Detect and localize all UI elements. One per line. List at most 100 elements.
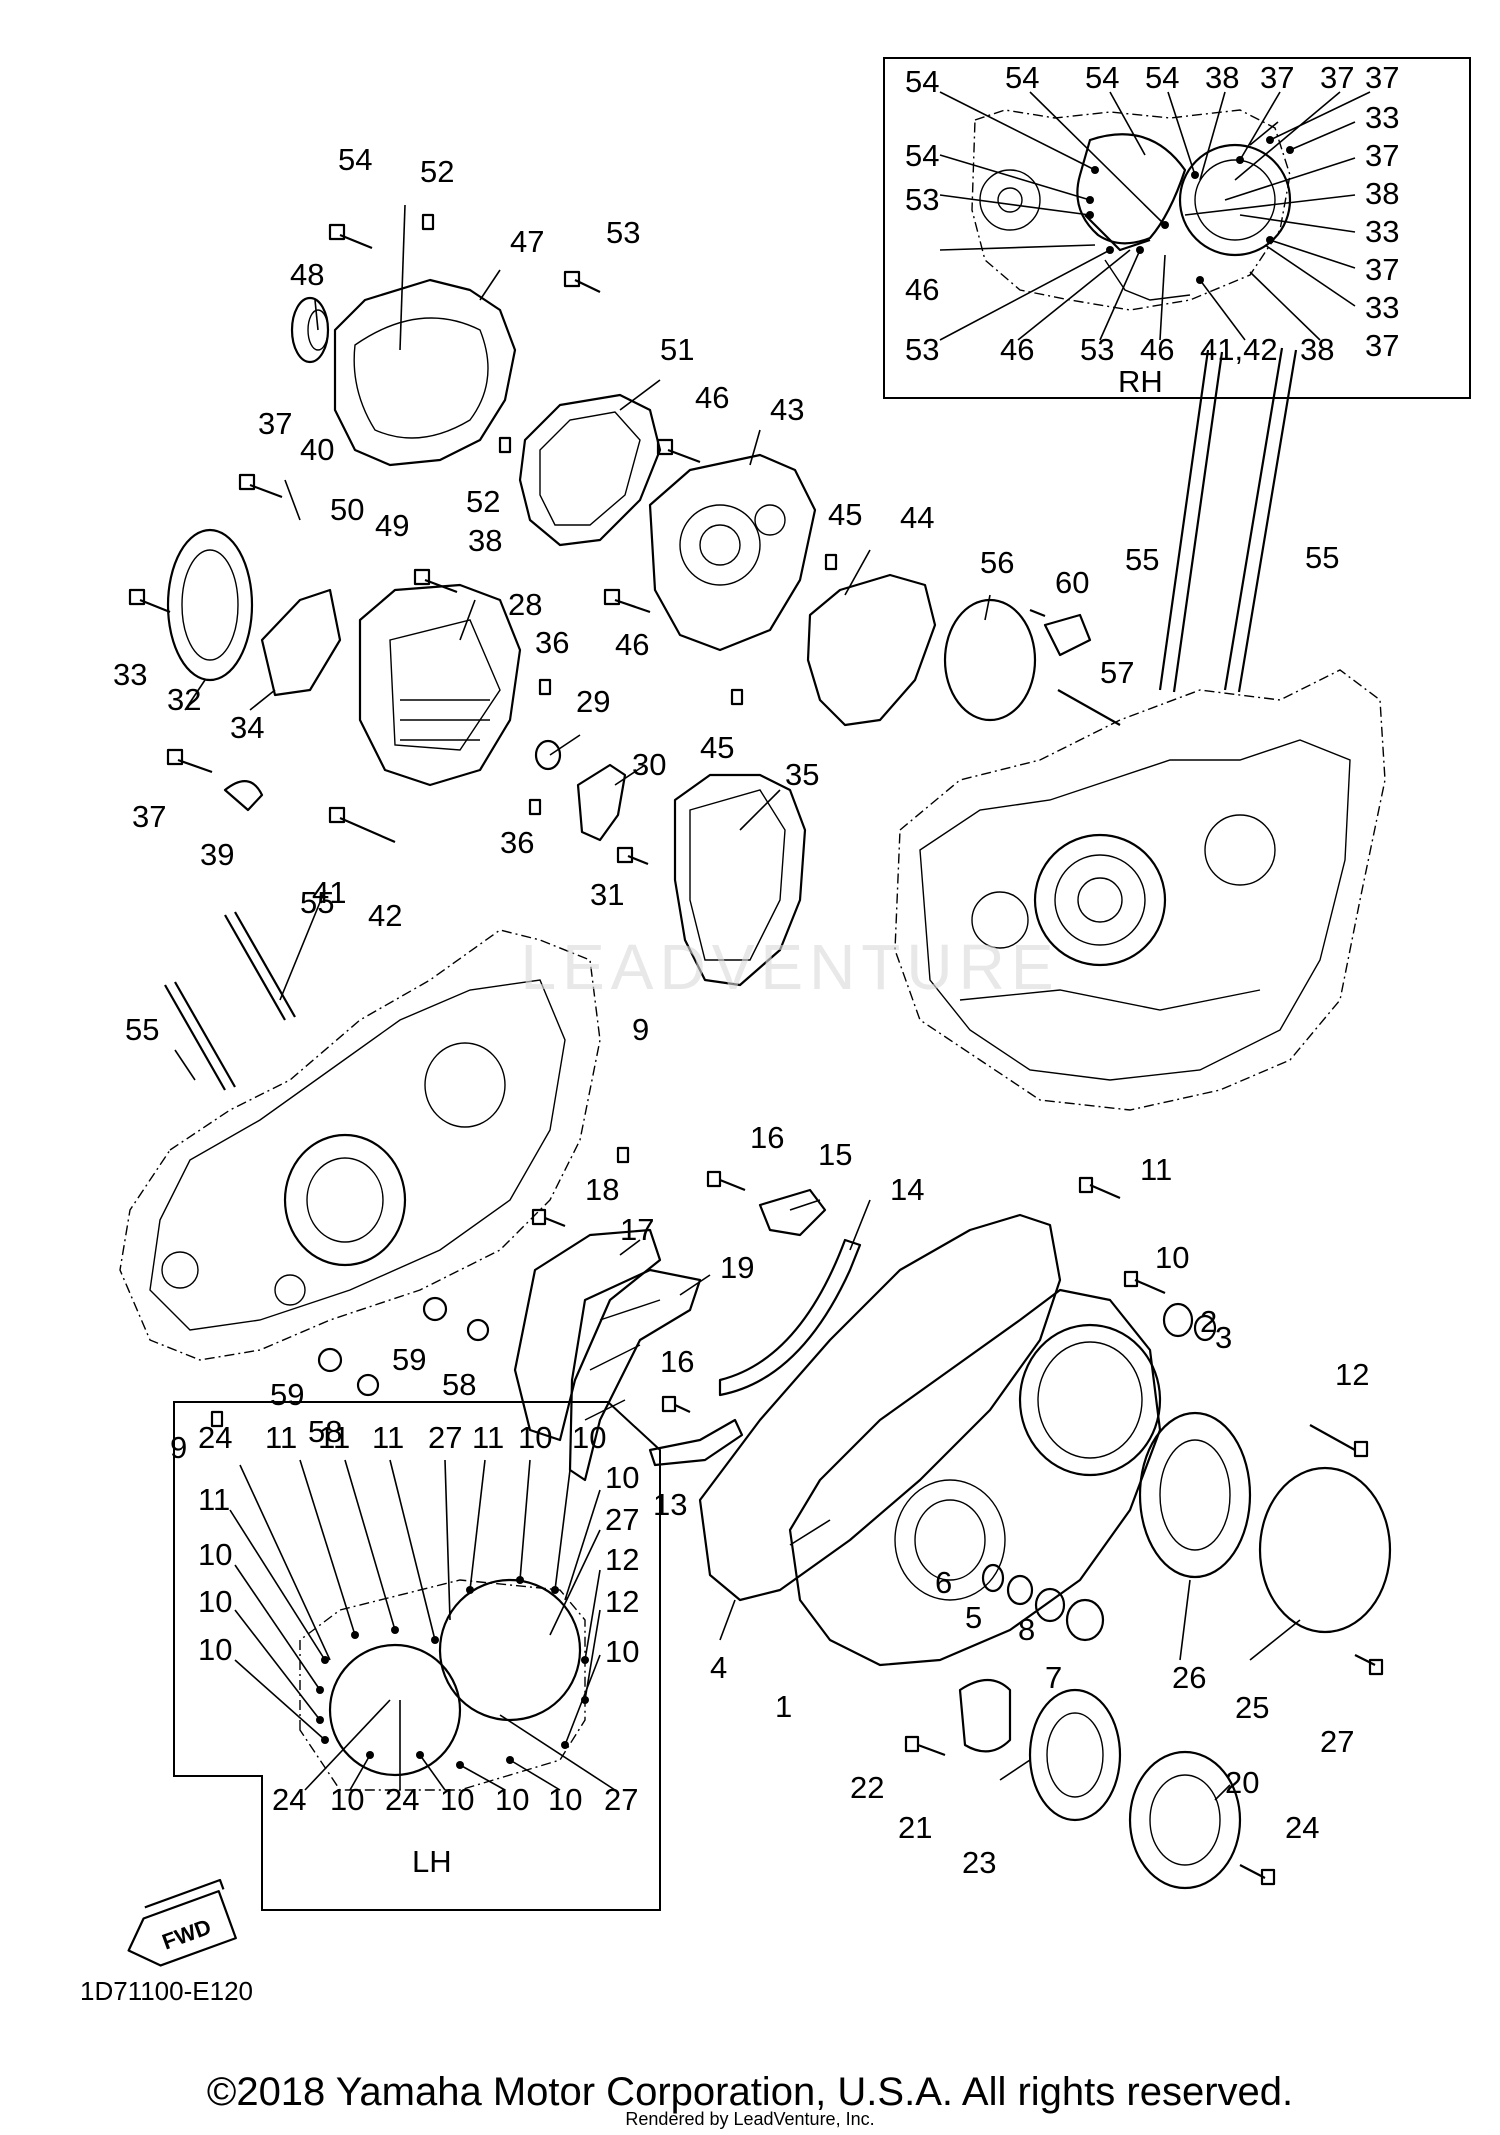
- copyright: ©2018 Yamaha Motor Corporation, U.S.A. A…: [206, 2070, 1294, 2114]
- callout: 5: [965, 1600, 982, 1635]
- rh-inset-bolt-dots: [1086, 136, 1294, 284]
- callout: 15: [818, 1137, 852, 1172]
- callout: 59: [270, 1377, 304, 1412]
- rh-callout: 41,42: [1200, 332, 1278, 367]
- rh-callout: 46: [905, 272, 939, 307]
- rh-inset-title: RH: [1118, 364, 1163, 399]
- lh-callout: 10: [605, 1634, 639, 1669]
- callout: 18: [585, 1172, 619, 1207]
- rh-inset-frame: [883, 57, 1471, 399]
- callout: 53: [606, 215, 640, 250]
- rh-callout: 53: [1080, 332, 1114, 367]
- bolts-upper: [128, 223, 1121, 866]
- callout: 29: [576, 684, 610, 719]
- gasket-44: [806, 573, 937, 727]
- lh-callout: 24: [385, 1782, 419, 1817]
- callout: 36: [500, 825, 534, 860]
- rh-inset-cover-sketch: [971, 109, 1292, 311]
- lh-callout: 10: [440, 1782, 474, 1817]
- right-crankcase: [894, 669, 1386, 1111]
- callout: 16: [660, 1344, 694, 1379]
- callout: 37: [132, 799, 166, 834]
- lh-callout: 10: [330, 1782, 364, 1817]
- leader-lines: [174, 204, 1301, 1801]
- callout: 16: [750, 1120, 784, 1155]
- part-20: [1128, 1750, 1242, 1890]
- callout: 21: [898, 1810, 932, 1845]
- lh-callout: 11: [318, 1420, 350, 1455]
- callout: 25: [1235, 1690, 1269, 1725]
- watermark: LEADVENTURE: [520, 931, 1060, 1003]
- callout: 58: [308, 1414, 342, 1449]
- cover-25: [1258, 1466, 1392, 1634]
- lh-cover-group: [210, 1146, 1392, 1890]
- callout: 32: [167, 682, 201, 717]
- callout: 28: [508, 587, 542, 622]
- rh-callout: 37: [1260, 60, 1294, 95]
- callout: 8: [1018, 1612, 1035, 1647]
- callout: 46: [695, 380, 729, 415]
- callout: 59: [392, 1342, 426, 1377]
- lh-inset-frame: [173, 1401, 661, 1911]
- lh-callout: 24: [272, 1782, 306, 1817]
- lh-callout: 11: [198, 1482, 230, 1517]
- rh-callout: 37: [1365, 138, 1399, 173]
- rh-inset-leaders: [939, 91, 1371, 341]
- callout: 42: [368, 898, 402, 933]
- rh-callout: 33: [1365, 214, 1399, 249]
- part-23: [1028, 1688, 1122, 1822]
- callout: 45: [828, 497, 862, 532]
- callout: 41: [312, 875, 346, 910]
- lh-inset: 24 11 11 11 27 11 10 10 10 11 27 10 12 1…: [173, 1401, 661, 1911]
- callout: 39: [200, 837, 234, 872]
- plate-17: [513, 1228, 662, 1442]
- lh-callout: 10: [495, 1782, 529, 1817]
- callout: 54: [338, 142, 372, 177]
- rh-callout: 53: [905, 182, 939, 217]
- rh-callout: 46: [1000, 332, 1034, 367]
- callout: 19: [720, 1250, 754, 1285]
- callout: 34: [230, 710, 264, 745]
- lh-inset-leaders: [229, 1459, 616, 1791]
- callout: 9: [632, 1012, 649, 1047]
- callout: 3: [1215, 1320, 1232, 1355]
- callout: 60: [1055, 565, 1089, 600]
- lh-callout: 10: [572, 1420, 606, 1455]
- rh-callout: 54: [1145, 60, 1179, 95]
- callout: 55: [1125, 542, 1159, 577]
- plate-32: [166, 528, 254, 682]
- callout: 55: [1305, 540, 1339, 575]
- cover-1: [788, 1288, 1162, 1667]
- callout: 22: [850, 1770, 884, 1805]
- cover-28: [358, 583, 522, 787]
- rh-callout: 38: [1365, 176, 1399, 211]
- callout: 57: [1100, 655, 1134, 690]
- rh-callout: 46: [1140, 332, 1174, 367]
- lh-callout: 10: [198, 1537, 232, 1572]
- callout: 49: [375, 508, 409, 543]
- lh-callout: 11: [472, 1420, 504, 1455]
- rh-callout: 38: [1205, 60, 1239, 95]
- lh-callout: 11: [265, 1420, 297, 1455]
- callout: 10: [1155, 1240, 1189, 1275]
- rh-callout: 33: [1365, 100, 1399, 135]
- plate-34: [260, 588, 342, 697]
- callout: 17: [620, 1212, 654, 1247]
- rh-callout: 37: [1365, 328, 1399, 363]
- callout: 37: [258, 406, 292, 441]
- lh-callout: 12: [605, 1542, 639, 1577]
- rh-callout: 37: [1365, 252, 1399, 287]
- gasket-35: [673, 773, 807, 987]
- lh-callout: 10: [548, 1782, 582, 1817]
- rh-callout: 37: [1365, 60, 1399, 95]
- rh-callout: 53: [905, 332, 939, 367]
- cover-43: [648, 453, 817, 652]
- rh-callout: 37: [1320, 60, 1354, 95]
- callout: 4: [710, 1650, 727, 1685]
- lh-callout: 10: [605, 1460, 639, 1495]
- callout: 35: [785, 757, 819, 792]
- callout: 11: [1140, 1152, 1172, 1187]
- rh-callout: 54: [905, 138, 939, 173]
- rh-cover-group: [128, 213, 1298, 987]
